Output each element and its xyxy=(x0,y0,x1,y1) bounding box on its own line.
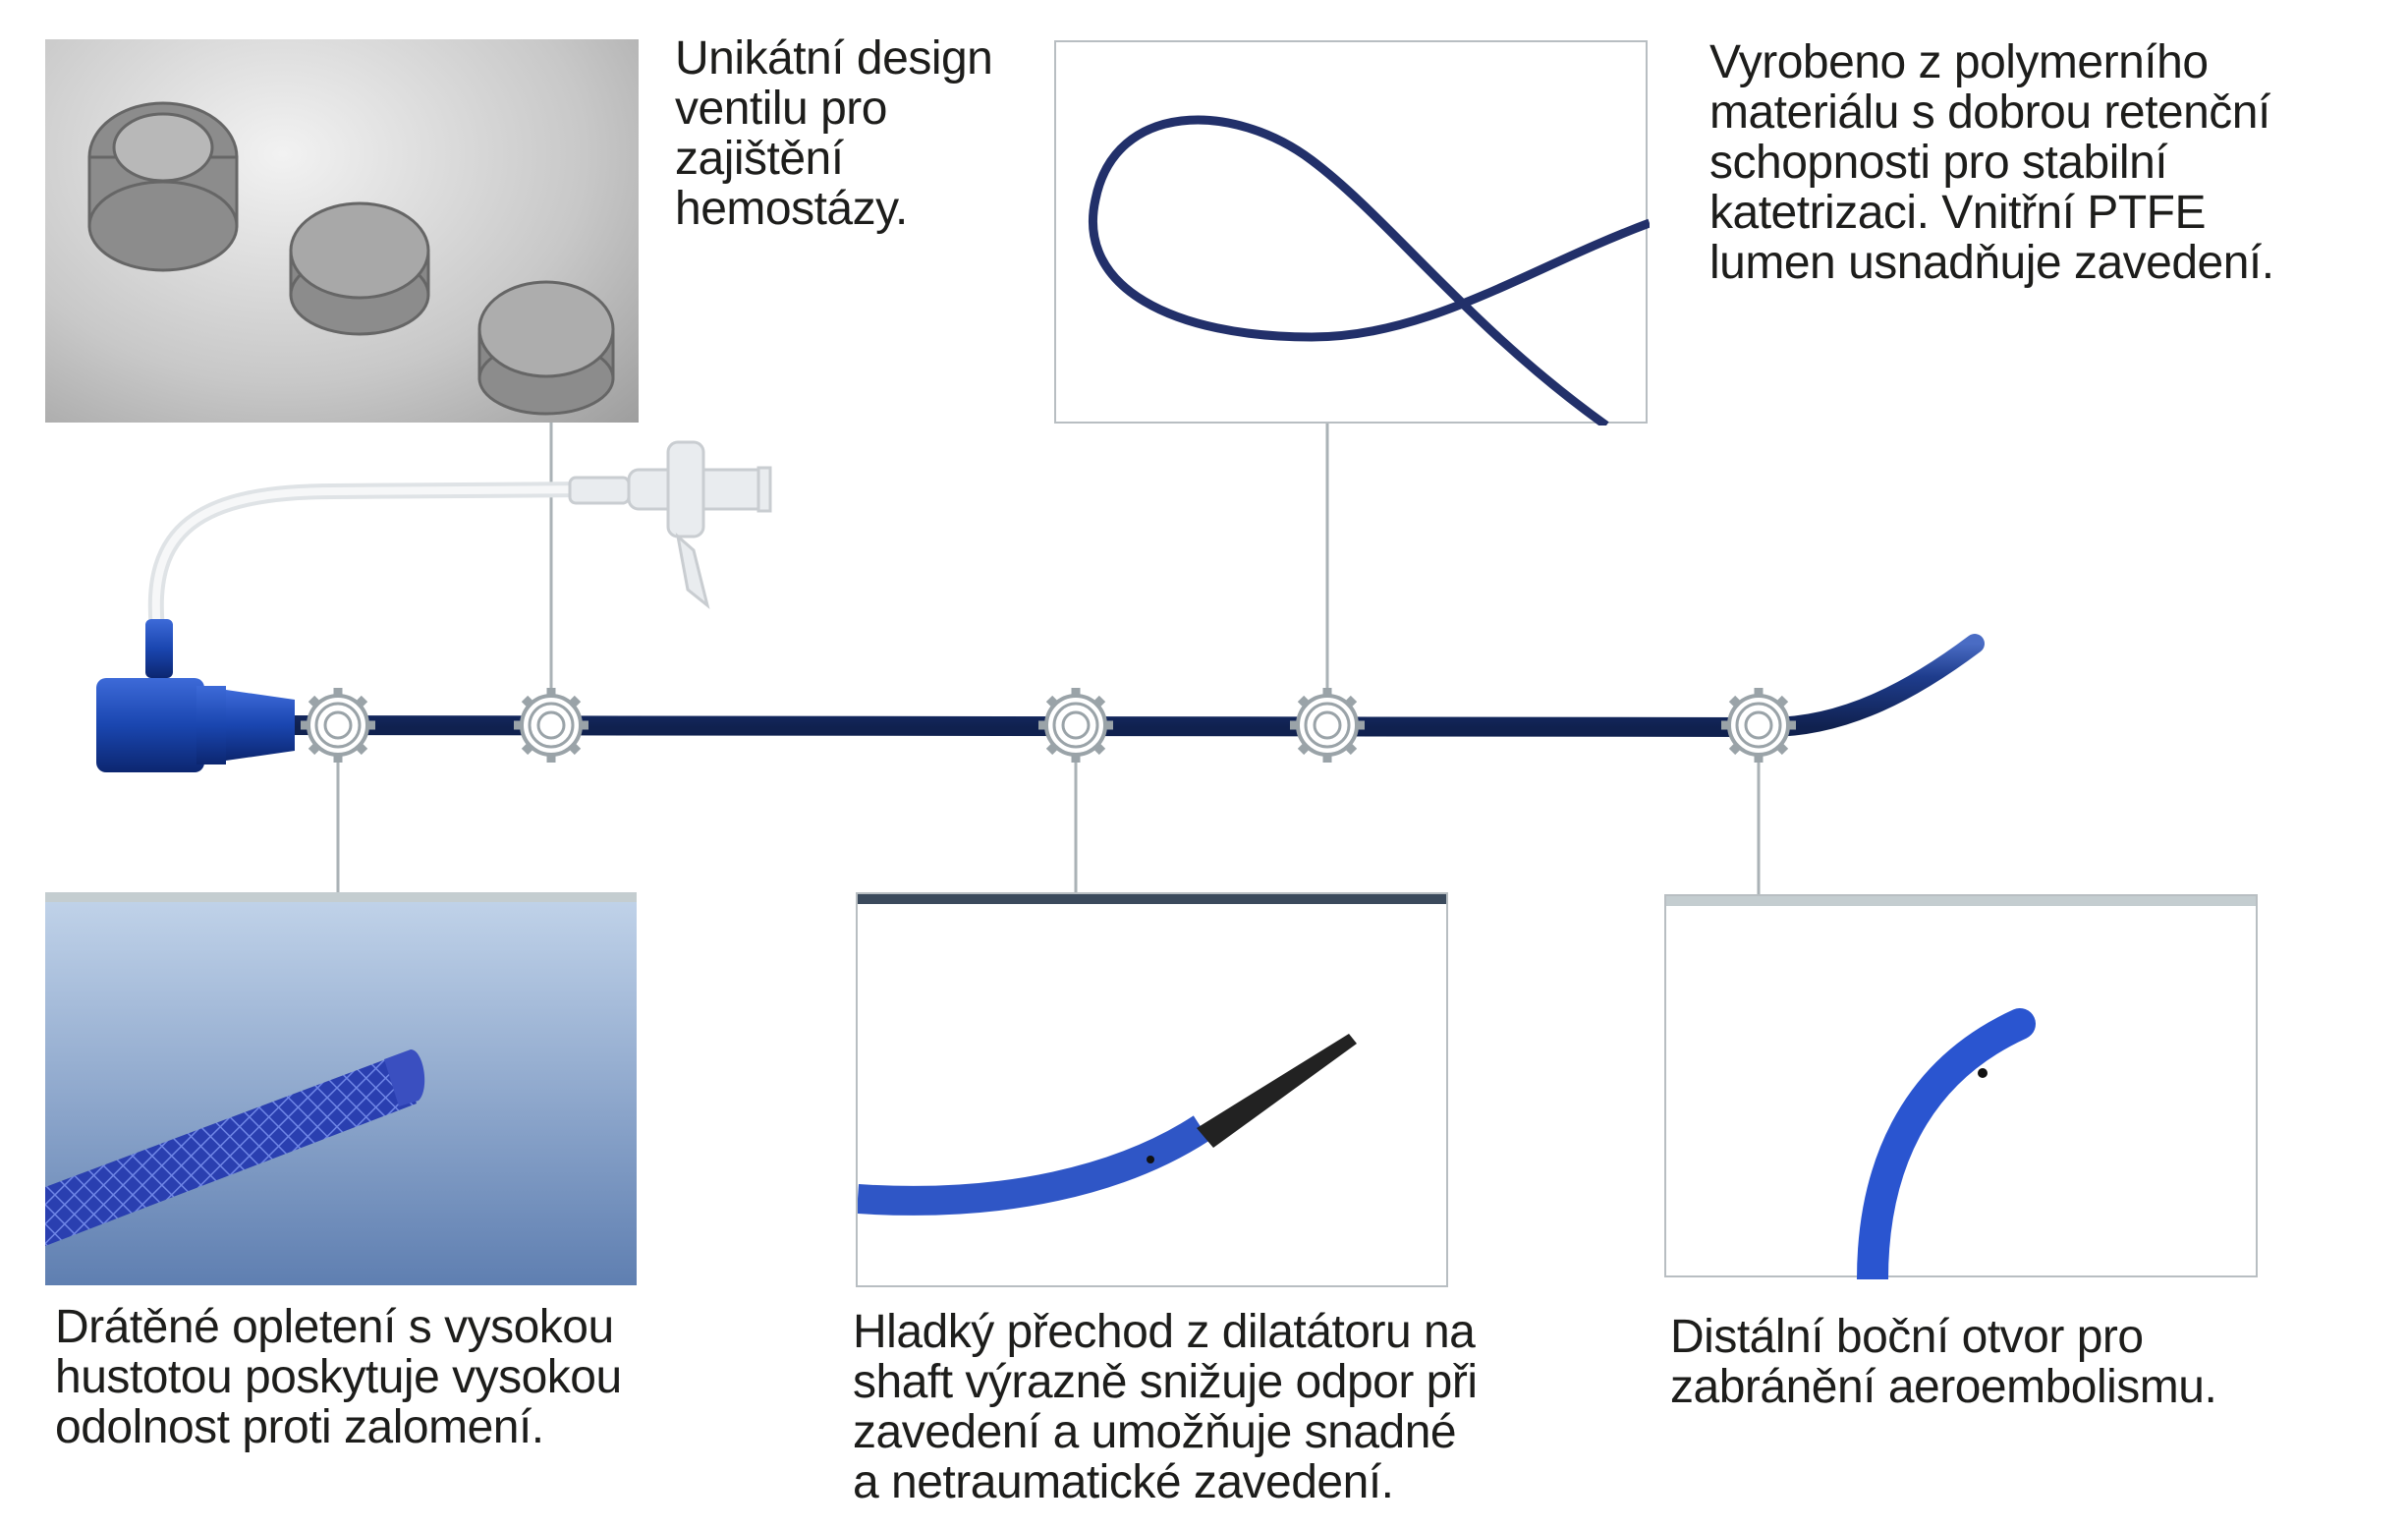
callout-braid-text: Drátěné opletení s vysokou hustotou posk… xyxy=(55,1302,622,1452)
gear-marker-icon xyxy=(1038,688,1113,763)
gear-marker-icon xyxy=(1290,688,1365,763)
text-line: shaft výrazně snižuje odpor při xyxy=(853,1356,1478,1408)
text-line: zavedení a umožňuje snadné xyxy=(853,1406,1457,1458)
callout-material-text: Vyrobeno z polymerního materiálu s dobro… xyxy=(1709,37,2274,288)
text-line: katetrizaci. Vnitřní PTFE xyxy=(1709,187,2206,239)
text-line: zajištění xyxy=(675,133,844,185)
text-line: odolnost proti zalomení. xyxy=(55,1401,544,1453)
text-line: Drátěné opletení s vysokou xyxy=(55,1301,614,1353)
callout-transition-text: Hladký přechod z dilatátoru na shaft výr… xyxy=(853,1307,1478,1507)
gear-marker-icon xyxy=(1721,688,1796,763)
callout-sidehole-text: Distální boční otvor pro zabránění aeroe… xyxy=(1670,1311,2217,1413)
text-line: Vyrobeno z polymerního xyxy=(1709,36,2209,88)
stopcock xyxy=(568,440,772,609)
gear-marker-icon xyxy=(301,688,375,763)
text-line: materiálu s dobrou retenční xyxy=(1709,86,2270,139)
braid-closeup-image xyxy=(45,892,637,1285)
text-line: Unikátní design xyxy=(675,32,993,85)
text-line: schopnosti pro stabilní xyxy=(1709,137,2168,189)
distal-side-hole-image xyxy=(1664,894,2258,1279)
text-line: Hladký přechod z dilatátoru na xyxy=(853,1306,1476,1358)
text-line: a netraumatické zavedení. xyxy=(853,1456,1394,1508)
text-line: hemostázy. xyxy=(675,183,908,235)
gear-marker-icon xyxy=(514,688,588,763)
text-line: Distální boční otvor pro xyxy=(1670,1311,2144,1363)
catheter-loop-image xyxy=(1054,40,1650,425)
hemostasis-valve-hub xyxy=(96,619,295,772)
dilator-transition-image xyxy=(856,892,1448,1287)
text-line: zabránění aeroembolismu. xyxy=(1670,1361,2217,1413)
text-line: ventilu pro xyxy=(675,83,887,135)
callout-leader-lines xyxy=(336,423,1761,894)
text-line: hustotou poskytuje vysokou xyxy=(55,1351,622,1403)
text-line: lumen usnadňuje zavedení. xyxy=(1709,237,2274,289)
callout-valve-text: Unikátní design ventilu pro zajištění he… xyxy=(675,32,993,235)
valve-components-image xyxy=(45,39,639,423)
